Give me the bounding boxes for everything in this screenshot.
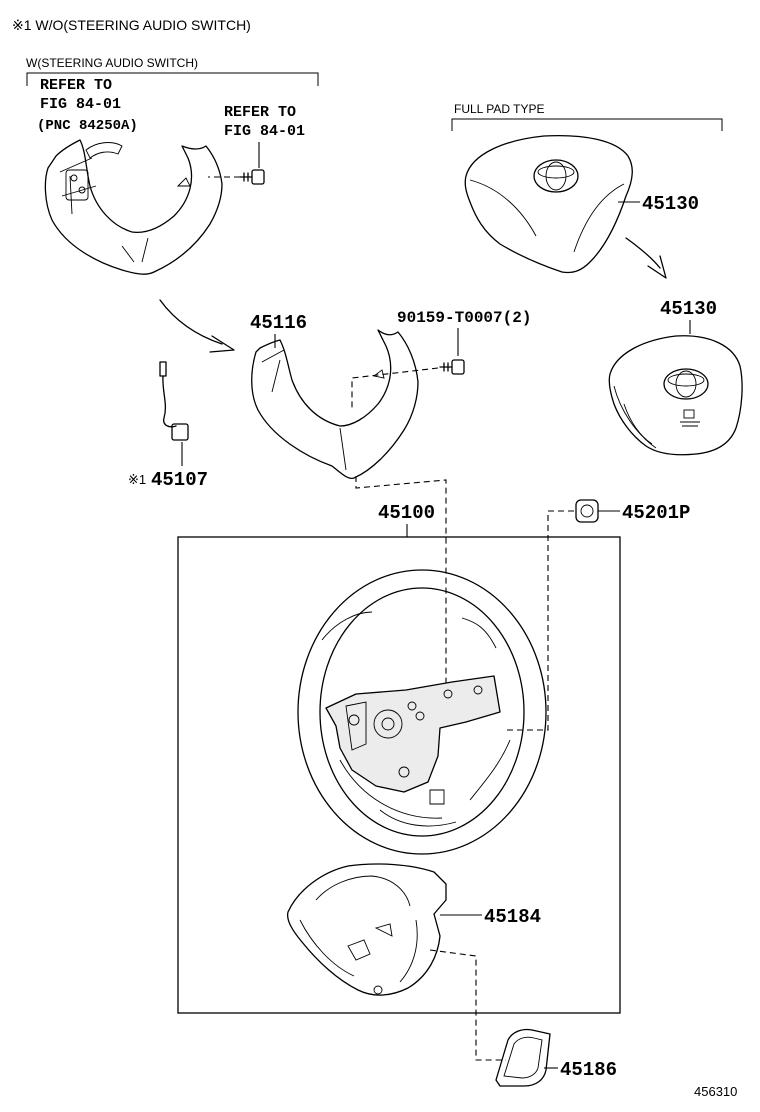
label-45184: 45184: [484, 906, 541, 928]
arrow-head-45130-b: [647, 255, 667, 279]
arrow-head-45116: [209, 335, 235, 353]
dash-45201P-to-wheel: [506, 510, 574, 731]
label-45100: 45100: [378, 502, 435, 524]
part-45107-harness: [159, 361, 189, 441]
refer-right-line2: FIG 84-01: [224, 123, 305, 140]
screw-90159: [439, 359, 465, 375]
label-45130-a: 45130: [642, 193, 699, 215]
label-45107: 45107: [151, 469, 208, 491]
arrow-to-45116: [159, 299, 223, 345]
bracket-with-audio-switch: [26, 72, 319, 86]
label-45201P: 45201P: [622, 502, 690, 524]
label-45186: 45186: [560, 1059, 617, 1081]
label-90159: 90159-T0007(2): [397, 309, 531, 327]
cover-with-audio-switch: [44, 139, 223, 275]
part-45116-cover: [251, 329, 419, 480]
refer-left-line3: (PNC 84250A): [37, 118, 138, 134]
part-45184-lower-cover: [286, 863, 447, 996]
label-45130-b: 45130: [660, 298, 717, 320]
dash-45116-to-wheel: [355, 476, 447, 700]
part-45130-pad-inflator: [608, 335, 743, 456]
refer-left-line2: FIG 84-01: [40, 96, 121, 113]
dash-45184-to-45186: [429, 949, 506, 1061]
label-45116: 45116: [250, 312, 307, 334]
arrow-to-45130-b: [625, 237, 661, 269]
bracket-full-pad-type: [451, 118, 723, 131]
refer-right-line1: REFER TO: [224, 104, 296, 121]
note-without-audio-switch: ※1 W/O(STEERING AUDIO SWITCH): [12, 17, 251, 33]
note-with-audio-switch: W(STEERING AUDIO SWITCH): [26, 56, 198, 70]
label-45107-mark: ※1: [128, 472, 146, 487]
diagram-id: 456310: [694, 1084, 737, 1099]
dash-90159: [351, 367, 439, 410]
screw-upper: [239, 169, 265, 185]
note-full-pad-type: FULL PAD TYPE: [454, 102, 544, 116]
part-45130-full-pad: [464, 134, 633, 274]
part-45186-cover-piece: [495, 1028, 551, 1087]
refer-left-line1: REFER TO: [40, 77, 112, 94]
box-45100-assembly: [177, 536, 621, 1014]
part-steering-wheel: [297, 569, 547, 855]
part-45201P-nut: [575, 499, 599, 523]
